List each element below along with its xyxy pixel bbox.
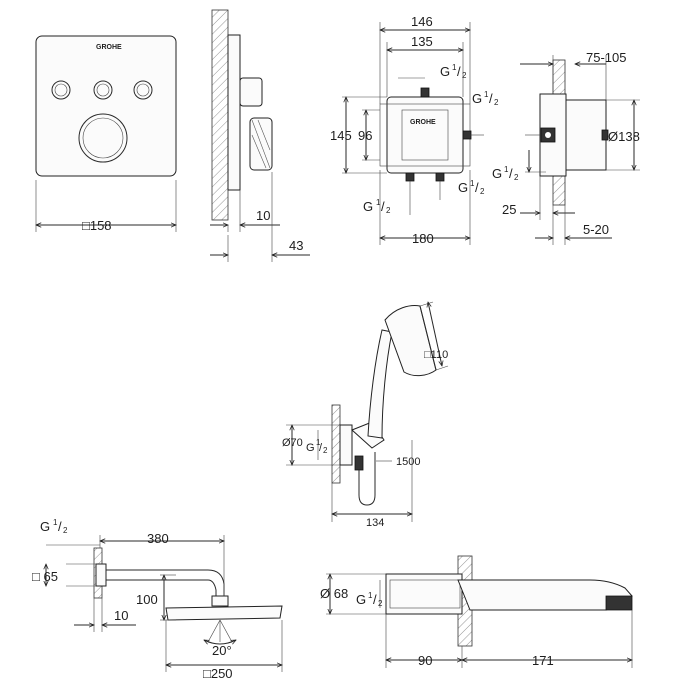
svg-text:/: / [381,199,385,214]
spout-backplate [385,573,463,615]
side-inlet-thread: G [492,166,502,181]
svg-text:1: 1 [470,179,475,188]
top-inlet-thread: G [440,64,450,79]
box-width-bottom: 180 [412,231,434,246]
svg-text:/: / [509,166,513,181]
svg-text:/: / [58,519,62,534]
box-height-outer: 145 [330,128,352,143]
head-wall-offset-label: 10 [114,608,128,623]
svg-text:1: 1 [452,63,457,72]
hand-shower-assembly: □110 Ø70 G 1 / 2 1500 134 [282,302,448,529]
shower-arm [106,569,225,600]
bath-spout-assembly: Ø 68 G 1 / 2 90 171 [320,555,633,668]
hose-length-label: 1500 [396,456,420,468]
wall-outlet-elbow [339,424,353,466]
outlet-thread-label: G [306,442,315,454]
box-width-inner: 135 [411,34,433,49]
spout-diameter-label: Ø 68 [320,586,348,601]
depth-range-label: 75-105 [586,50,626,65]
tilt-label: 20° [212,643,232,658]
svg-text:2: 2 [63,526,68,535]
button-profile [239,77,263,107]
svg-text:/: / [457,64,461,79]
svg-text:2: 2 [378,599,383,608]
head-thread-label: G [40,519,50,534]
right-inlet-thread: G [472,91,482,106]
svg-text:1: 1 [484,90,489,99]
hose-connector [354,455,364,471]
head-size-label: □110 [424,349,448,361]
arm-length-label: 380 [147,531,169,546]
drop-label: 100 [136,592,158,607]
shower-handle [367,329,393,439]
bottom-right-thread: G [458,180,468,195]
arm-flange [95,563,107,587]
box-height-inner: 96 [358,128,372,143]
svg-text:2: 2 [514,173,519,182]
svg-text:/: / [319,442,323,454]
plate-profile [227,34,241,191]
hand-shower-wall [331,404,341,484]
rough-in-box-front: GROHE 146 135 G 1 / 2 G 1 / 2 145 96 [330,14,499,246]
diameter-label: Ø138 [608,129,640,144]
projection-134-label: 134 [366,517,384,529]
right-inlet [462,130,472,140]
box-brand-logo: GROHE [410,119,436,126]
valve-control-front-view: GROHE □158 [35,35,177,233]
svg-text:/: / [475,180,479,195]
svg-text:1: 1 [316,438,321,447]
head-shower-assembly: 20° G 1 / 2 380 □ 65 100 10 □250 [32,518,282,680]
valve-width-label: □158 [82,218,112,233]
spout-outlet [605,595,633,611]
svg-text:2: 2 [462,71,467,80]
svg-text:/: / [373,592,377,607]
svg-text:1: 1 [368,591,373,600]
outlet-diameter-label: Ø70 [282,437,303,449]
spout-wall-offset-label: 90 [418,653,432,668]
svg-text:1: 1 [504,165,509,174]
head-size-250-label: □250 [203,666,233,680]
box-side-body [565,99,607,171]
top-inlet [420,87,430,98]
flange-size-label: □ 65 [32,569,58,584]
control-plate [35,35,177,177]
push-button-3 [133,80,153,100]
valve-control-side-view: 10 43 [210,9,310,262]
svg-text:/: / [489,91,493,106]
rough-in-side-view: 75-105 Ø138 G 1 / 2 25 5-20 [492,50,640,245]
temperature-knob [78,113,128,163]
depth-label: 43 [289,238,303,253]
arm-joint [211,595,229,607]
brand-logo: GROHE [96,44,122,51]
spout-thread-label: G [356,592,366,607]
wall-range-label: 5-20 [583,222,609,237]
bottom-inlet-2 [435,172,445,182]
rough-in-body [386,96,464,174]
bottom-left-thread: G [363,199,373,214]
projection-label: 10 [256,208,270,223]
svg-text:1: 1 [376,198,381,207]
shower-hose [358,452,376,506]
offset-label: 25 [502,202,516,217]
rain-head [165,605,283,621]
box-width-outer: 146 [411,14,433,29]
svg-text:2: 2 [494,98,499,107]
svg-text:1: 1 [53,518,58,527]
svg-text:2: 2 [386,206,391,215]
svg-text:2: 2 [323,446,328,455]
wall-section [211,9,229,221]
spout-length-label: 171 [532,653,554,668]
bottom-inlet-1 [405,172,415,182]
push-button-2 [93,80,113,100]
svg-text:2: 2 [480,187,485,196]
push-button-1 [51,80,71,100]
